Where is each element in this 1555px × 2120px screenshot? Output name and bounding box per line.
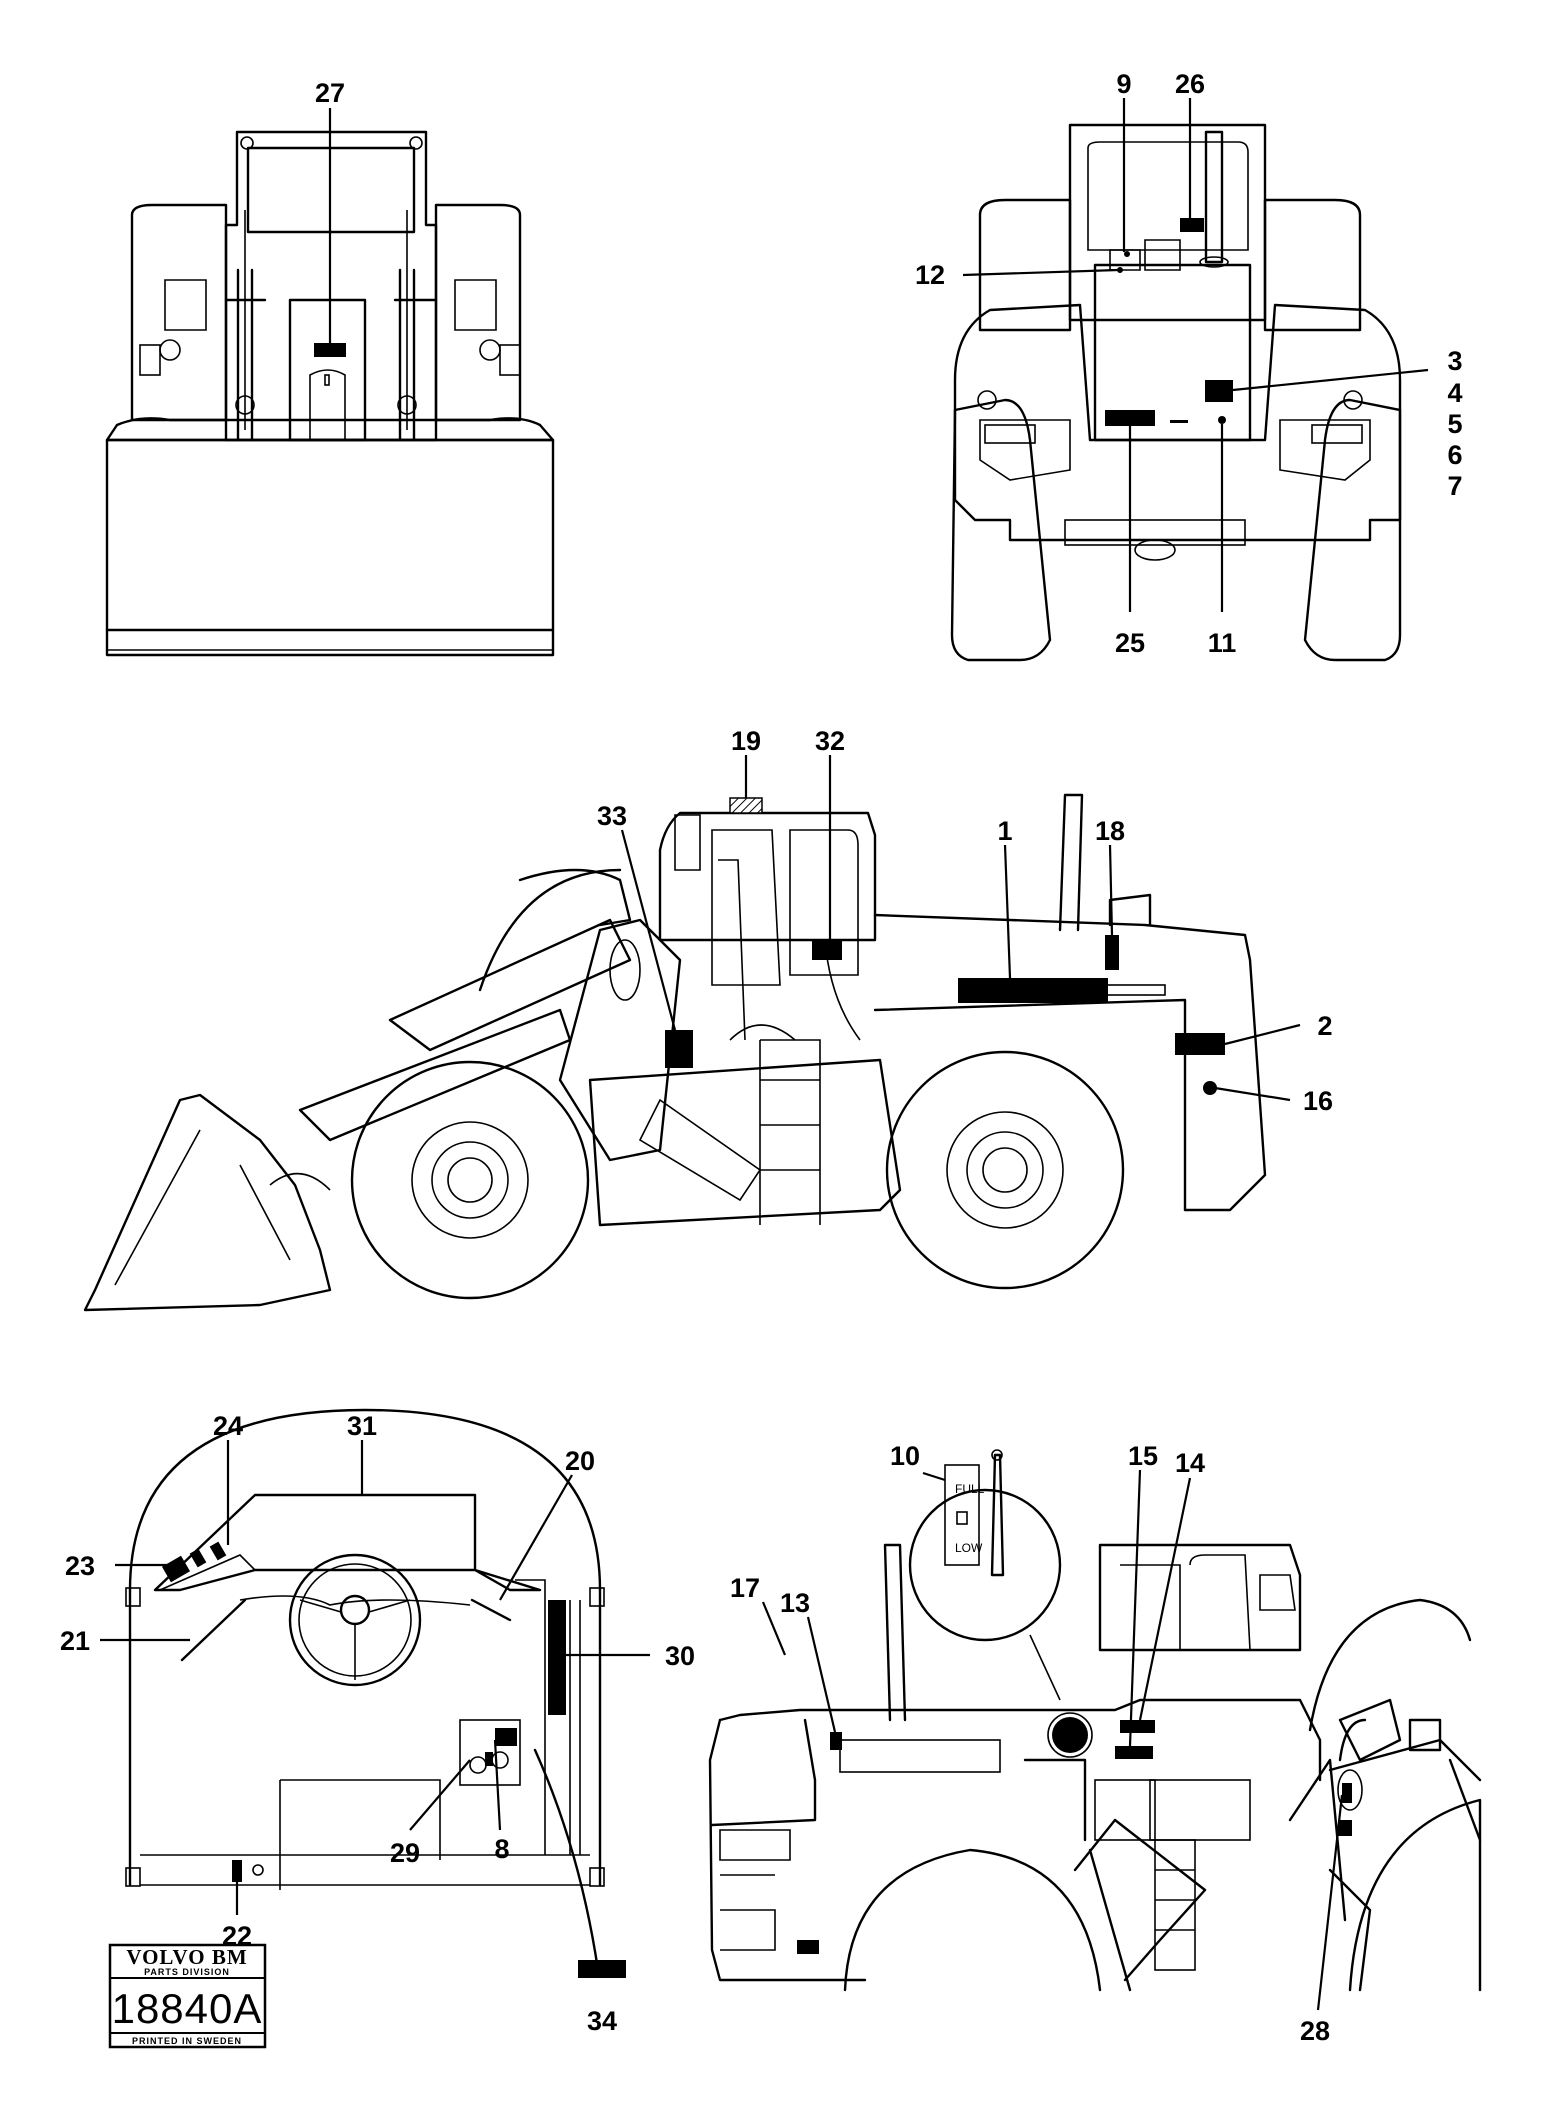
- gauge-full-label: FULL: [955, 1482, 985, 1496]
- callout-28: 28: [1300, 2016, 1330, 2046]
- callout-2: 2: [1317, 1011, 1332, 1041]
- callout-32: 32: [815, 726, 845, 756]
- callout-10: 10: [890, 1441, 920, 1471]
- callout-8: 8: [494, 1834, 509, 1864]
- gauge-low-label: LOW: [955, 1541, 983, 1555]
- callout-29: 29: [390, 1838, 420, 1868]
- callout-30: 30: [665, 1641, 695, 1671]
- rear-quarter-view: FULL LOW: [708, 1449, 1482, 2011]
- callout-9: 9: [1116, 69, 1131, 99]
- callout-17: 17: [730, 1573, 760, 1603]
- callout-3: 3: [1447, 346, 1462, 376]
- callout-numbers: 27 9 26 12 3 4 5 6 7 25 11 19 32 33 1 18…: [60, 69, 1463, 2046]
- callout-4: 4: [1447, 378, 1462, 408]
- callout-26: 26: [1175, 69, 1205, 99]
- stamp-division: PARTS DIVISION: [144, 1967, 230, 1977]
- callout-13: 13: [780, 1588, 810, 1618]
- stamp-printed: PRINTED IN SWEDEN: [132, 2036, 242, 2046]
- rear-view: [950, 98, 1429, 662]
- callout-27: 27: [315, 78, 345, 108]
- parts-stamp: VOLVO BM PARTS DIVISION 18840A PRINTED I…: [108, 1943, 267, 2049]
- callout-20: 20: [565, 1446, 595, 1476]
- callout-19: 19: [731, 726, 761, 756]
- callout-15: 15: [1128, 1441, 1158, 1471]
- stamp-number: 18840A: [112, 1985, 263, 2032]
- callout-16: 16: [1303, 1086, 1333, 1116]
- callout-31: 31: [347, 1411, 377, 1441]
- callout-5: 5: [1447, 409, 1462, 439]
- callout-11: 11: [1208, 628, 1237, 658]
- callout-34: 34: [587, 2006, 617, 2036]
- callout-25: 25: [1115, 628, 1145, 658]
- callout-21: 21: [60, 1626, 90, 1656]
- callout-33: 33: [597, 801, 627, 831]
- callout-12: 12: [915, 260, 945, 290]
- stamp-brand: VOLVO BM: [126, 1945, 247, 1969]
- callout-14: 14: [1175, 1448, 1205, 1478]
- side-view: [83, 755, 1301, 1312]
- callout-24: 24: [213, 1411, 243, 1441]
- front-view: [105, 108, 555, 657]
- cab-interior-view: [100, 1408, 650, 1978]
- callout-1: 1: [997, 816, 1012, 846]
- callout-7: 7: [1447, 471, 1462, 501]
- callout-6: 6: [1447, 440, 1462, 470]
- callout-23: 23: [65, 1551, 95, 1581]
- callout-18: 18: [1095, 816, 1125, 846]
